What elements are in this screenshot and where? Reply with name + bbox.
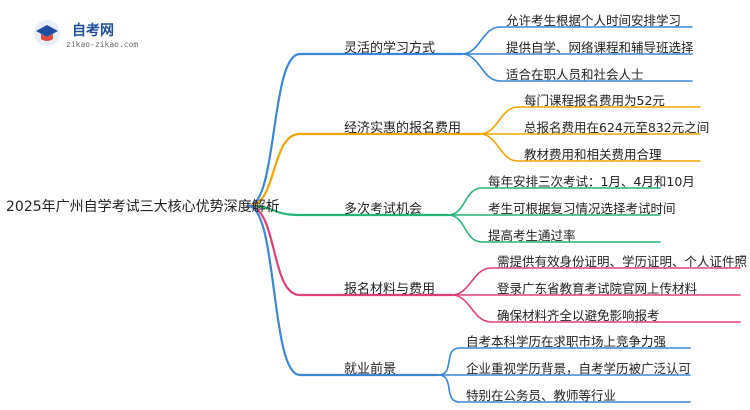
leaf-4-1: 需提供有效身份证明、学历证明、个人证件照 bbox=[497, 254, 748, 269]
logo-name: 自考网 bbox=[72, 23, 114, 39]
connector-branch-1-leaf-3 bbox=[461, 53, 501, 82]
branch-label-2: 经济实惠的报名费用 bbox=[344, 121, 462, 136]
connector-branch-2-leaf-3 bbox=[479, 133, 519, 162]
leaf-2-3: 教材费用和相关费用合理 bbox=[524, 147, 662, 162]
connector-branch-5-leaf-3 bbox=[437, 374, 461, 403]
logo: 自考网 zikao-zikao.com bbox=[32, 16, 152, 56]
connector-root-branch-2 bbox=[246, 132, 302, 208]
leaf-2-2: 总报名费用在624元至832元之间 bbox=[524, 120, 710, 135]
connector-root-branch-4 bbox=[246, 204, 302, 297]
connector-branch-1-leaf-1 bbox=[461, 26, 501, 55]
graduation-cap-icon bbox=[34, 20, 60, 46]
leaf-4-3: 确保材料齐全以避免影响报考 bbox=[497, 308, 660, 323]
branch-label-3: 多次考试机会 bbox=[344, 202, 423, 217]
connector-branch-4-leaf-1 bbox=[451, 267, 492, 296]
branch-label-5: 就业前景 bbox=[344, 362, 397, 377]
leaf-1-1: 允许考生根据个人时间安排学习 bbox=[506, 13, 682, 28]
connector-branch-5-leaf-1 bbox=[437, 347, 461, 376]
leaf-4-2: 登录广东省教育考试院官网上传材料 bbox=[497, 281, 698, 296]
branch-label-1: 灵活的学习方式 bbox=[344, 41, 436, 56]
connector-branch-2-leaf-1 bbox=[479, 106, 519, 135]
connector-root-branch-1 bbox=[246, 52, 302, 208]
connector-branch-4-leaf-3 bbox=[451, 294, 492, 323]
connector-branch-3-leaf-1 bbox=[447, 187, 483, 216]
leaf-2-1: 每门课程报名费用为52元 bbox=[524, 93, 665, 108]
leaf-3-1: 每年安排三次考试：1月、4月和10月 bbox=[488, 174, 695, 189]
branch-label-4: 报名材料与费用 bbox=[344, 282, 436, 297]
leaf-5-1: 自考本科学历在求职市场上竞争力强 bbox=[466, 334, 667, 349]
leaf-3-3: 提高考生通过率 bbox=[488, 228, 576, 243]
connector-root-branch-3 bbox=[246, 204, 302, 217]
leaf-3-2: 考生可根据复习情况选择考试时间 bbox=[488, 201, 676, 216]
leaf-1-3: 适合在职人员和社会人士 bbox=[506, 67, 644, 82]
leaf-5-2: 企业重视学历背景，自考学历被广泛认可 bbox=[466, 361, 692, 376]
logo-url: zikao-zikao.com bbox=[66, 40, 139, 49]
root-topic: 2025年广州自学考试三大核心优势深度解析 bbox=[6, 199, 280, 215]
connector-branch-3-leaf-3 bbox=[447, 214, 483, 243]
connector-root-branch-5 bbox=[246, 204, 302, 377]
leaf-1-2: 提供自学、网络课程和辅导班选择 bbox=[506, 40, 694, 55]
leaf-5-3: 特别在公务员、教师等行业 bbox=[466, 388, 617, 403]
